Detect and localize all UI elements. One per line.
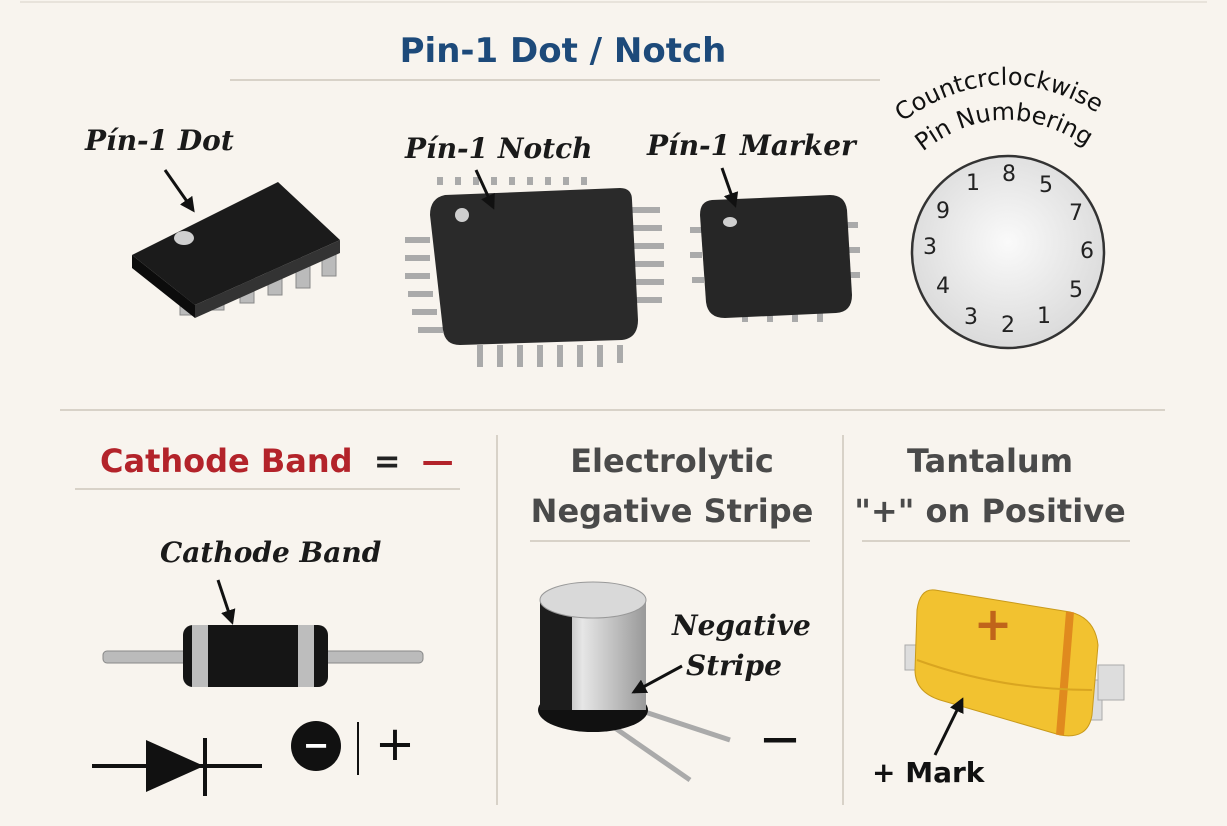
dial-number: 5	[1069, 278, 1083, 303]
dial-number: 7	[1069, 201, 1083, 226]
dial-number: 1	[1037, 304, 1051, 329]
dial-number: 1	[966, 171, 980, 196]
label-pin1-marker: Pín-1 Marker	[646, 129, 858, 162]
cathode-band	[192, 625, 208, 687]
minus-symbol: —	[762, 718, 798, 759]
dial-number: 8	[1002, 162, 1016, 187]
minus-circle-icon	[291, 721, 341, 771]
arrow-icon	[474, 169, 495, 210]
electrolytic-heading-line2: Negative Stripe	[531, 492, 814, 530]
plus-symbol: +	[375, 716, 415, 772]
dial-number: 9	[936, 199, 950, 224]
minus-symbol: −	[303, 726, 330, 764]
label-negative: Negative	[671, 609, 811, 642]
arrow-icon	[933, 697, 964, 756]
qfn-chip	[690, 195, 860, 322]
diode-symbol-icon	[92, 738, 262, 796]
dial-number: 4	[936, 274, 950, 299]
pin1-dot	[174, 231, 194, 245]
dial-number: 2	[1001, 313, 1015, 338]
dial-numbers: 1 8 5 9 7 3 6 4 5 3 2 1	[923, 162, 1094, 338]
section-title-pin1: Pin-1 Dot / Notch	[400, 31, 727, 71]
tantalum-heading-line1: Tantalum	[907, 442, 1073, 480]
tantalum-plus-mark: +	[974, 597, 1013, 651]
arrow-icon	[216, 579, 236, 625]
diode-heading: Cathode Band = —	[100, 442, 454, 480]
pin-numbering-dial	[910, 154, 1106, 350]
dial-number: 6	[1080, 239, 1094, 264]
arrow-icon	[163, 169, 195, 213]
label-stripe: Stripe	[686, 649, 782, 682]
electrolytic-capacitor	[538, 581, 731, 783]
electrolytic-heading-line1: Electrolytic	[570, 442, 774, 480]
negative-stripe	[540, 600, 572, 710]
dial-number: 3	[923, 235, 937, 260]
label-pin1-notch: Pín-1 Notch	[404, 132, 593, 165]
tantalum-capacitor	[904, 589, 1125, 737]
dial-number: 5	[1039, 173, 1053, 198]
dial-number: 3	[964, 305, 978, 330]
qfp-chip	[405, 177, 664, 367]
arrow-icon	[631, 664, 683, 694]
tantalum-heading-line2: "+" on Positive	[854, 492, 1125, 530]
arrow-icon	[720, 167, 739, 208]
label-cathode-band: Cathode Band	[160, 536, 381, 569]
label-pin1-dot: Pín-1 Dot	[84, 124, 234, 157]
soic-chip	[132, 182, 340, 318]
pin1-notch	[455, 208, 469, 222]
diode-component	[102, 625, 424, 687]
label-plus-mark: + Mark	[872, 756, 986, 789]
pin1-marker	[723, 217, 737, 227]
